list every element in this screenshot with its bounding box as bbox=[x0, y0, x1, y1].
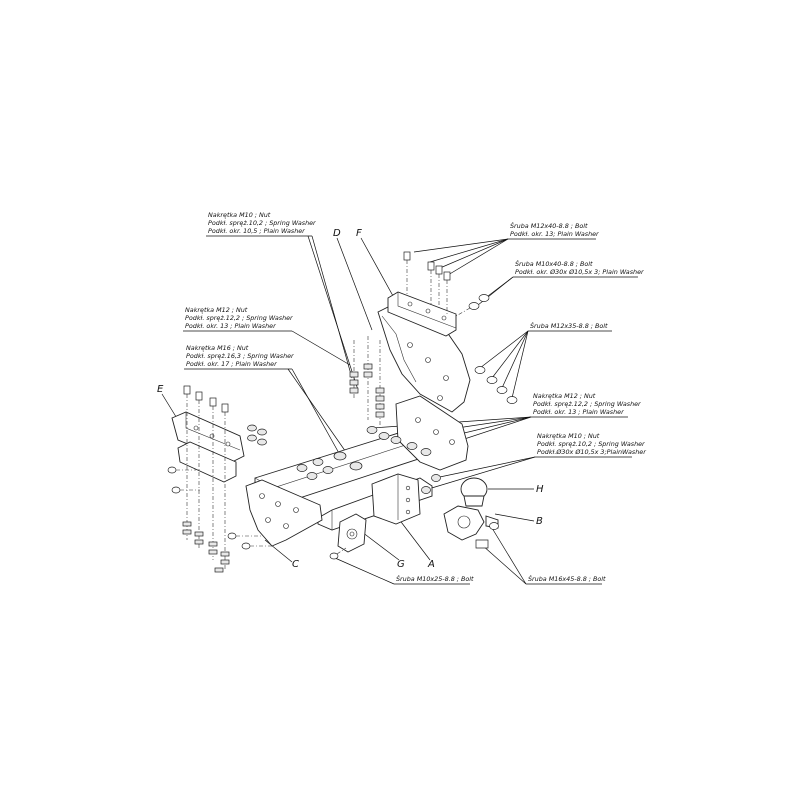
bracket-c bbox=[245, 479, 323, 547]
bolt-g bbox=[329, 547, 347, 560]
bracket-f bbox=[387, 291, 457, 337]
nuts-m12-row bbox=[366, 426, 432, 456]
part-letter-g: G bbox=[361, 531, 405, 570]
bolts-e bbox=[183, 385, 229, 570]
nuts-e-lower bbox=[182, 521, 230, 573]
bolts-m10x40 bbox=[455, 294, 490, 317]
callout-text: Nakrętka M12 ; Nut bbox=[533, 392, 596, 400]
svg-text:G: G bbox=[397, 559, 405, 570]
callout-text: Nakrętka M10 ; Nut bbox=[208, 211, 271, 219]
callout-text: Nakrętka M16 ; Nut bbox=[186, 344, 249, 352]
callout-bolt-m10x40: Śruba M10x40-8.8 ; Bolt Podkł. okr. Ø30x… bbox=[477, 259, 644, 306]
nuts-m10-right bbox=[421, 474, 441, 494]
callout-text: Podkł. okr. 17 ; Plain Washer bbox=[186, 360, 277, 368]
callout-bolt-m16x45: Śruba M16x45-8.8 ; Bolt bbox=[481, 527, 606, 585]
bolts-c bbox=[227, 532, 272, 550]
callout-text: Podkł. okr. 13 ; Plain Washer bbox=[185, 322, 276, 330]
nuts-m16 bbox=[296, 451, 363, 480]
callout-bolt-m12x40: Śruba M12x40-8.8 ; Bolt Podkł. okr. 13; … bbox=[413, 221, 599, 276]
callout-nut-m10-right: Nakrętka M10 ; Nut Podkł. spręż.10,2 ; S… bbox=[424, 432, 646, 491]
callout-text: Podkł. okr. 13; Plain Washer bbox=[510, 230, 599, 238]
callout-text: Podkł.Ø30x Ø10,5x 3;PlainWasher bbox=[537, 448, 646, 456]
callout-text: Śruba M10x40-8.8 ; Bolt bbox=[515, 259, 593, 268]
svg-text:D: D bbox=[333, 228, 341, 239]
bolts-top-f bbox=[403, 251, 451, 316]
svg-text:H: H bbox=[536, 484, 544, 495]
svg-text:F: F bbox=[356, 228, 362, 239]
callout-text: Podkł. okr. 10,5 ; Plain Washer bbox=[208, 227, 305, 235]
nuts-column-d bbox=[349, 336, 385, 430]
svg-text:E: E bbox=[157, 384, 164, 395]
callout-nut-m12-left: Nakrętka M12 ; Nut Podkł. spręż.12,2 ; S… bbox=[183, 306, 351, 366]
svg-text:A: A bbox=[427, 559, 435, 570]
part-letter-h: H bbox=[488, 484, 544, 495]
svg-text:B: B bbox=[536, 516, 543, 527]
callout-text: Śruba M16x45-8.8 ; Bolt bbox=[528, 574, 606, 583]
callout-text: Podkł. spręż.12,2 ; Spring Washer bbox=[533, 400, 641, 408]
callout-text: Podkł. okr. 13 ; Plain Washer bbox=[533, 408, 624, 416]
tow-mount-a bbox=[371, 473, 421, 525]
part-letter-f: F bbox=[356, 228, 399, 306]
socket-plate-g bbox=[337, 513, 367, 553]
callout-bolt-m12x35: Śruba M12x35-8.8 ; Bolt bbox=[479, 321, 612, 399]
bolts-m12x35 bbox=[474, 366, 518, 404]
callout-nut-m10-top: Nakrętka M10 ; Nut Podkł. spręż.10,2 ; S… bbox=[206, 211, 359, 391]
callout-bolt-m10x25: Śruba M10x25-8.8 ; Bolt bbox=[334, 557, 474, 585]
callout-text: Śruba M10x25-8.8 ; Bolt bbox=[396, 574, 474, 583]
callout-text: Nakrętka M12 ; Nut bbox=[185, 306, 248, 314]
callout-text: Nakrętka M10 ; Nut bbox=[537, 432, 600, 440]
bracket-e bbox=[171, 411, 245, 483]
callout-nut-m16: Nakrętka M16 ; Nut Podkł. spręż.16,3 ; S… bbox=[184, 344, 356, 466]
hitch-neck-b bbox=[443, 505, 499, 541]
callout-text: Śruba M12x40-8.8 ; Bolt bbox=[510, 221, 588, 230]
callout-text: Podkł. spręż.10,2 ; Spring Washer bbox=[537, 440, 645, 448]
bracket-right bbox=[395, 395, 469, 471]
callout-text: Śruba M12x35-8.8 ; Bolt bbox=[530, 321, 608, 330]
callout-text: Podkł. spręż.16,3 ; Spring Washer bbox=[186, 352, 294, 360]
callout-text: Podkł. okr. Ø30x Ø10,5x 3; Plain Washer bbox=[515, 268, 644, 276]
part-letter-e: E bbox=[157, 384, 179, 421]
bolts-e-left bbox=[167, 466, 200, 494]
part-letter-d: D bbox=[333, 228, 373, 331]
callout-text: Podkł. spręż.10,2 ; Spring Washer bbox=[208, 219, 316, 227]
tow-ball-h bbox=[460, 477, 488, 507]
callout-text: Podkł. spręż.12,2 ; Spring Washer bbox=[185, 314, 293, 322]
part-letter-b: B bbox=[494, 513, 543, 527]
bolts-m16x45 bbox=[475, 522, 499, 549]
nuts-e-right bbox=[247, 424, 267, 446]
svg-text:C: C bbox=[292, 559, 299, 570]
